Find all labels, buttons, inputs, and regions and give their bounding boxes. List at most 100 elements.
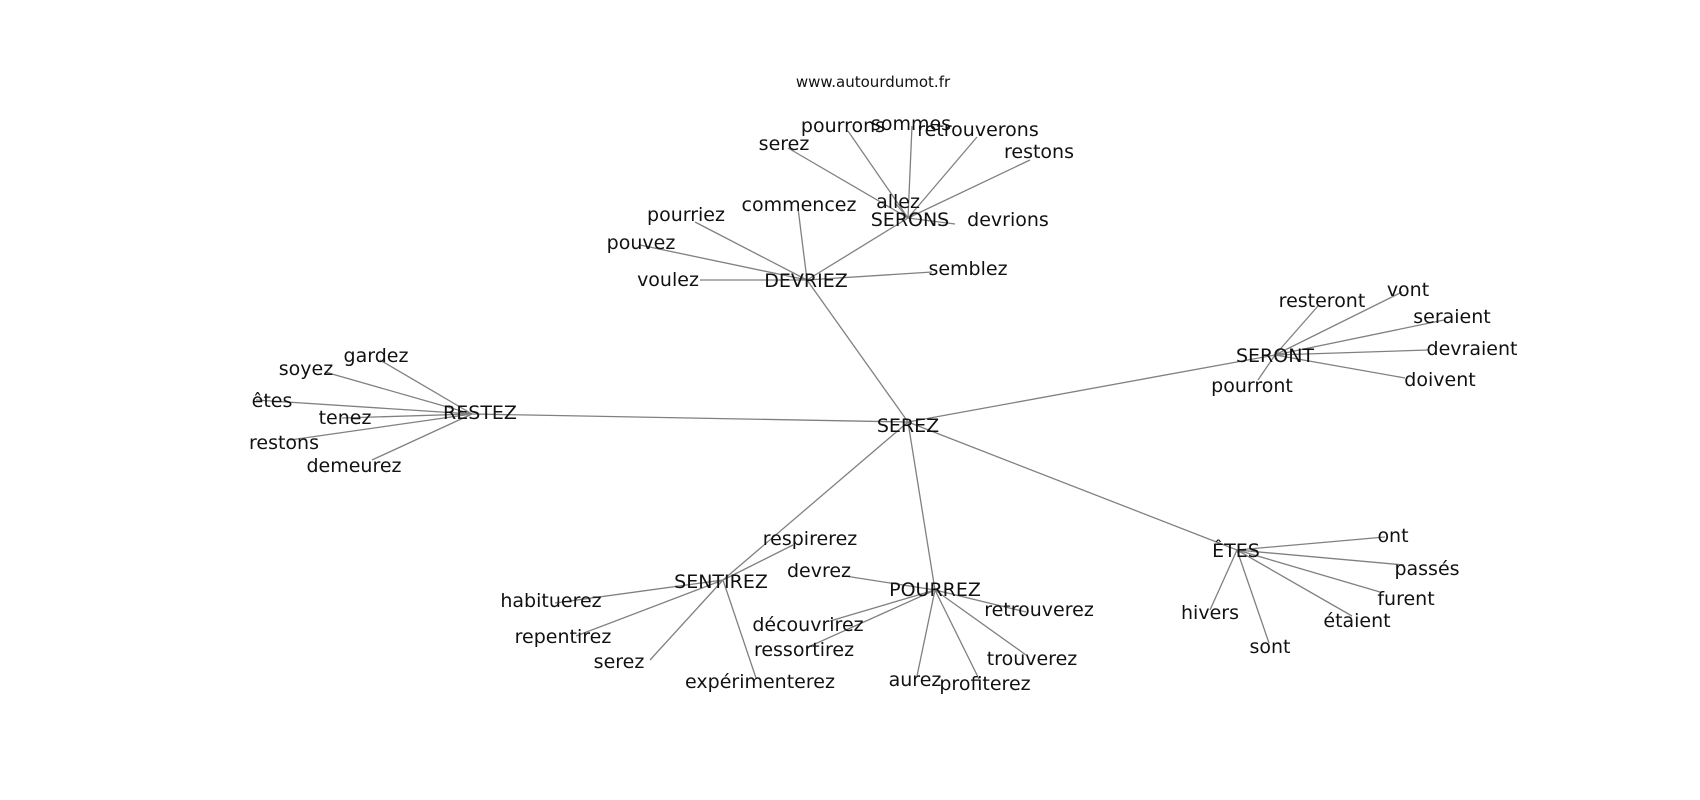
word-node[interactable]: commencez (742, 194, 857, 216)
edge-leaf (894, 202, 909, 219)
edge-leaf (722, 579, 757, 679)
word-node[interactable]: semblez (928, 258, 1007, 280)
edge-leaf (379, 359, 473, 415)
edge-leaf (787, 147, 909, 219)
hub-node[interactable]: SERONT (1236, 345, 1314, 367)
edge-leaf (907, 159, 1031, 219)
word-node[interactable]: serez (594, 651, 645, 673)
word-node[interactable]: voulez (637, 269, 699, 291)
word-node[interactable]: sont (1249, 636, 1290, 658)
word-node[interactable]: vont (1387, 279, 1429, 301)
edge-leaf (722, 544, 794, 581)
word-node[interactable]: trouverez (987, 648, 1078, 670)
edge-leaf (934, 589, 1027, 656)
word-node[interactable]: ressortirez (754, 639, 854, 661)
word-node[interactable]: resteront (1279, 290, 1366, 312)
word-node[interactable]: pouvez (607, 232, 676, 254)
edge-leaf (829, 589, 936, 622)
word-node[interactable]: étaient (1323, 610, 1390, 632)
edge-leaf (255, 399, 473, 415)
edge-leaf (1274, 349, 1429, 356)
edge-leaf (371, 413, 473, 461)
word-node[interactable]: habituerez (500, 590, 601, 612)
word-node[interactable]: retrouverez (984, 599, 1094, 621)
word-node[interactable]: expérimenterez (685, 671, 835, 693)
word-node[interactable]: êtes (252, 390, 293, 412)
word-node[interactable]: demeurez (306, 455, 401, 477)
node-root[interactable]: SEREZ (877, 415, 939, 437)
word-node[interactable]: restons (249, 432, 319, 454)
edge-leaf (1236, 549, 1270, 644)
word-node[interactable]: découvrirez (752, 614, 863, 636)
word-node[interactable]: devraient (1427, 338, 1518, 360)
edge-leaf (289, 413, 473, 441)
word-node[interactable]: passés (1394, 558, 1459, 580)
word-node[interactable]: pourront (1211, 375, 1293, 397)
word-node[interactable]: aurez (889, 669, 942, 691)
word-node[interactable]: gardez (344, 345, 409, 367)
word-node[interactable]: hivers (1181, 602, 1239, 624)
word-node[interactable]: serez (759, 133, 810, 155)
word-node[interactable]: ont (1377, 525, 1408, 547)
word-node[interactable]: pourrons (801, 115, 885, 137)
edge-leaf (1236, 549, 1353, 617)
edge-devriez-serons (806, 217, 909, 281)
edge-leaf (554, 579, 724, 604)
edge-root-restez (471, 413, 909, 423)
edge-leaf (847, 130, 909, 219)
edge-leaf (907, 136, 978, 219)
word-node[interactable]: furent (1377, 588, 1434, 610)
edge-leaf (1236, 536, 1386, 551)
edge-root-seront (907, 354, 1276, 423)
hub-node[interactable]: POURREZ (889, 579, 981, 601)
edge-leaf (649, 579, 724, 661)
edge-leaf (916, 589, 936, 677)
edge-leaf (639, 244, 808, 281)
edge-leaf (1236, 549, 1405, 566)
word-node[interactable]: pourriez (647, 204, 725, 226)
word-node[interactable]: repentirez (515, 626, 612, 648)
edge-leaf (1274, 354, 1406, 379)
edge-root-etes (907, 421, 1238, 551)
edge-leaf (575, 579, 724, 637)
edge-root-pourrez (907, 421, 936, 591)
hub-node[interactable]: SERONS (871, 209, 950, 231)
graph-edges (255, 125, 1445, 680)
hub-node[interactable]: ÊTES (1212, 539, 1260, 562)
word-node[interactable]: seraient (1413, 306, 1491, 328)
word-node[interactable]: devrions (967, 209, 1049, 231)
edge-leaf (1209, 549, 1238, 611)
word-node[interactable]: devrez (787, 560, 851, 582)
edge-leaf (907, 125, 913, 219)
word-node[interactable]: doivent (1404, 369, 1475, 391)
word-node[interactable]: tenez (319, 407, 372, 429)
word-node[interactable]: sommes (871, 113, 951, 135)
edge-leaf (694, 221, 808, 281)
edge-leaf (844, 575, 936, 591)
word-node[interactable]: allez (876, 191, 920, 213)
watermark-text: www.autourdumot.fr (796, 73, 951, 91)
graph-nodes: SEREZRESTEZgardezsoyezêtestenezrestonsde… (249, 113, 1517, 695)
edge-leaf (1236, 549, 1381, 593)
edge-leaf (806, 271, 933, 281)
hub-node[interactable]: RESTEZ (443, 402, 517, 424)
edge-leaf (805, 589, 936, 649)
word-node[interactable]: profiterez (939, 673, 1030, 695)
edge-leaf (1257, 354, 1276, 381)
edge-leaf (797, 207, 808, 281)
edge-leaf (1274, 305, 1319, 356)
edge-root-devriez (806, 279, 909, 423)
word-node[interactable]: restons (1004, 141, 1074, 163)
edge-leaf (1274, 291, 1403, 356)
edge-leaf (1274, 319, 1445, 356)
word-node[interactable]: respirerez (763, 528, 857, 550)
hub-node[interactable]: SENTIREZ (674, 571, 768, 593)
edge-leaf (907, 217, 956, 225)
edge-leaf (341, 413, 473, 419)
hub-node[interactable]: DEVRIEZ (764, 270, 847, 292)
word-node[interactable]: soyez (279, 358, 333, 380)
edge-leaf (324, 371, 473, 415)
edge-leaf (934, 589, 1027, 613)
word-node[interactable]: retrouverons (917, 119, 1039, 141)
